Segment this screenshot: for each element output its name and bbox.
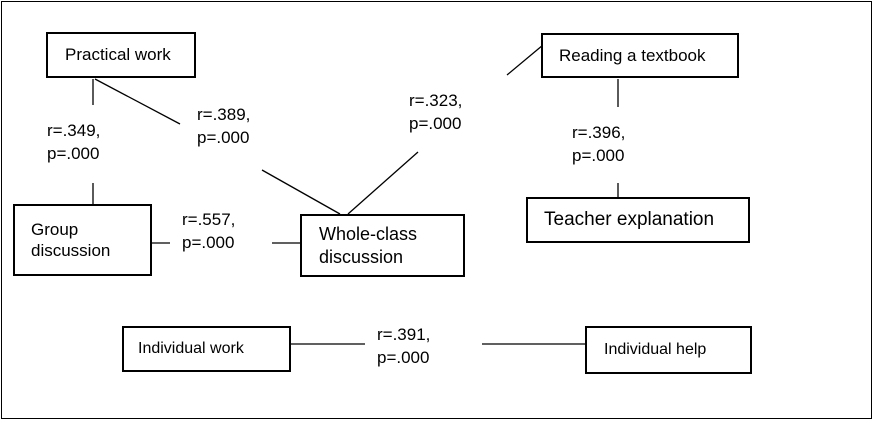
group-discussion-line1: Group (31, 219, 79, 239)
correlation-group-whole: r=.557, p=.000 (182, 208, 235, 254)
line-practical-whole-b (261, 169, 341, 215)
individual-help-box: Individual help (585, 326, 752, 374)
p-value: p=.000 (197, 128, 250, 147)
whole-class-box: Whole-class discussion (300, 214, 465, 277)
correlation-individual: r=.391, p=.000 (377, 323, 430, 369)
r-value: r=.349, (47, 121, 101, 140)
reading-textbook-label: Reading a textbook (559, 45, 706, 65)
line-practical-whole-a (94, 78, 181, 125)
correlation-practical-group: r=.349, p=.000 (47, 119, 100, 165)
reading-textbook-box: Reading a textbook (541, 33, 739, 78)
whole-class-line2: discussion (319, 246, 404, 267)
p-value: p=.000 (182, 233, 235, 252)
r-value: r=.396, (572, 123, 626, 142)
p-value: p=.000 (572, 146, 625, 165)
correlation-reading-teacher: r=.396, p=.000 (572, 121, 625, 167)
individual-work-box: Individual work (122, 326, 291, 372)
p-value: p=.000 (377, 348, 430, 367)
p-value: p=.000 (47, 144, 100, 163)
individual-help-label: Individual help (604, 341, 707, 358)
r-value: r=.391, (377, 325, 431, 344)
teacher-explanation-label: Teacher explanation (544, 209, 715, 231)
whole-class-line1: Whole-class (319, 224, 418, 244)
practical-work-label: Practical work (65, 45, 171, 65)
r-value: r=.389, (197, 105, 251, 124)
line-reading-whole-a (506, 44, 544, 76)
correlation-reading-whole: r=.323, p=.000 (409, 89, 462, 135)
individual-work-label: Individual work (138, 340, 244, 357)
r-value: r=.323, (409, 91, 463, 110)
group-discussion-box: Group discussion (13, 204, 152, 276)
teacher-explanation-box: Teacher explanation (526, 197, 750, 243)
group-discussion-line2: discussion (31, 241, 111, 260)
line-reading-whole-b (347, 151, 419, 215)
practical-work-box: Practical work (46, 32, 196, 78)
r-value: r=.557, (182, 210, 236, 229)
correlation-practical-whole: r=.389, p=.000 (197, 103, 250, 149)
p-value: p=.000 (409, 114, 462, 133)
